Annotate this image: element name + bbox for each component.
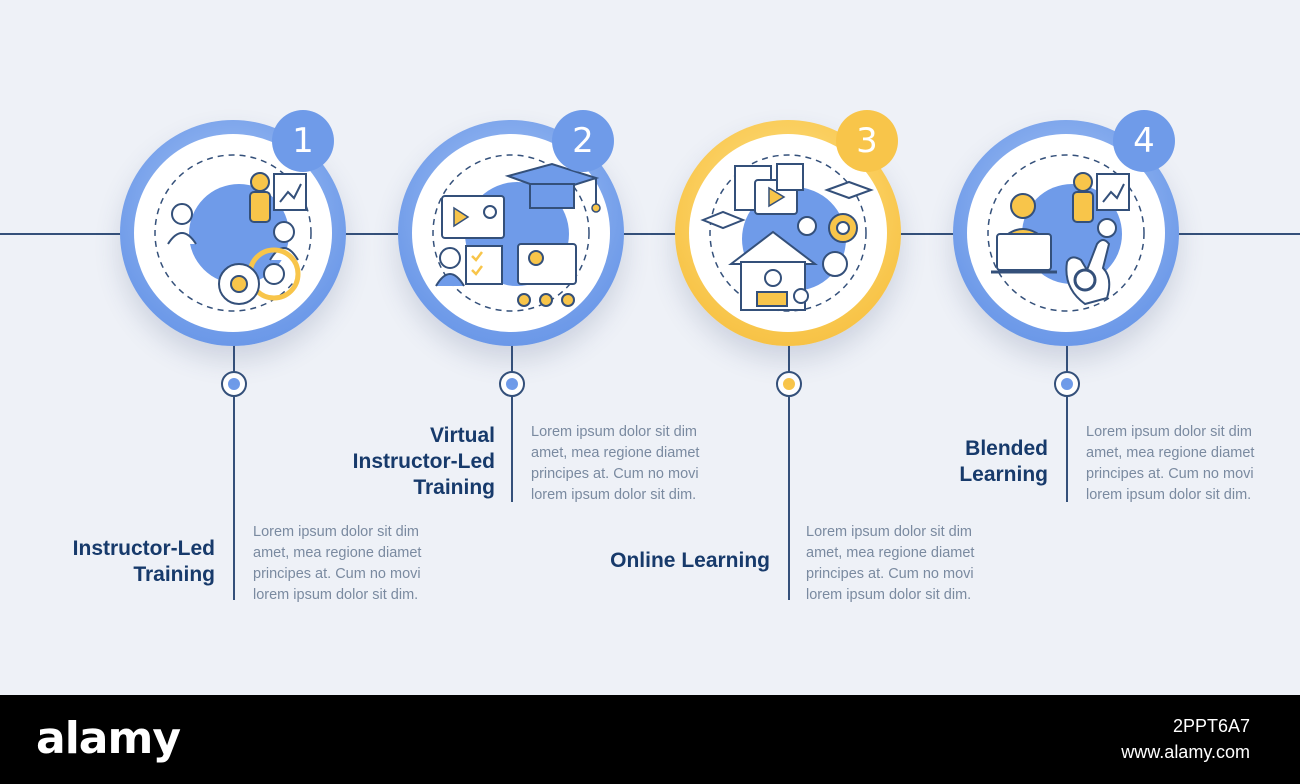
step-3-title: Online Learning (610, 549, 770, 572)
step-1: 1 Instructor-Led Training Lorem ipsum do… (72, 110, 422, 603)
alamy-logo: alamy (36, 713, 181, 764)
step-4-connector (1066, 340, 1068, 502)
step-1-number-badge: 1 (272, 110, 334, 172)
step-2-marker (499, 371, 525, 397)
step-3-connector (788, 340, 790, 600)
step-4-marker (1054, 371, 1080, 397)
step-4: 4 Blended Learning Lorem ipsum dolor sit… (953, 110, 1255, 503)
step-3: 3 Online Learning Lorem ipsum dolor sit … (610, 110, 975, 603)
step-2-description: Lorem ipsum dolor sit dim amet, mea regi… (531, 424, 700, 503)
infographic-canvas: 1 Instructor-Led Training Lorem ipsum do… (0, 110, 1300, 603)
step-1-title: Instructor-Led Training (72, 537, 215, 586)
step-4-title: Blended Learning (959, 437, 1048, 486)
step-1-connector (233, 340, 235, 600)
step-1-description: Lorem ipsum dolor sit dim amet, mea regi… (253, 524, 422, 603)
step-1-marker (221, 371, 247, 397)
step-2-number-badge: 2 (552, 110, 614, 172)
image-id: 2PPT6A7 (1172, 716, 1250, 736)
step-4-description: Lorem ipsum dolor sit dim amet, mea regi… (1086, 424, 1255, 503)
step-3-marker (776, 371, 802, 397)
step-3-description: Lorem ipsum dolor sit dim amet, mea regi… (806, 524, 975, 603)
step-2: 2 Virtual Instructor-Led Training Lorem … (352, 110, 700, 503)
step-2-title: Virtual Instructor-Led Training (352, 424, 495, 499)
step-3-number-badge: 3 (836, 110, 898, 172)
source-url: www.alamy.com (1121, 742, 1250, 762)
timeline-horizontal-line (0, 233, 1300, 235)
step-2-connector (511, 340, 513, 502)
watermark-footer: alamy 2PPT6A7 www.alamy.com (0, 695, 1300, 784)
step-4-number-badge: 4 (1113, 110, 1175, 172)
